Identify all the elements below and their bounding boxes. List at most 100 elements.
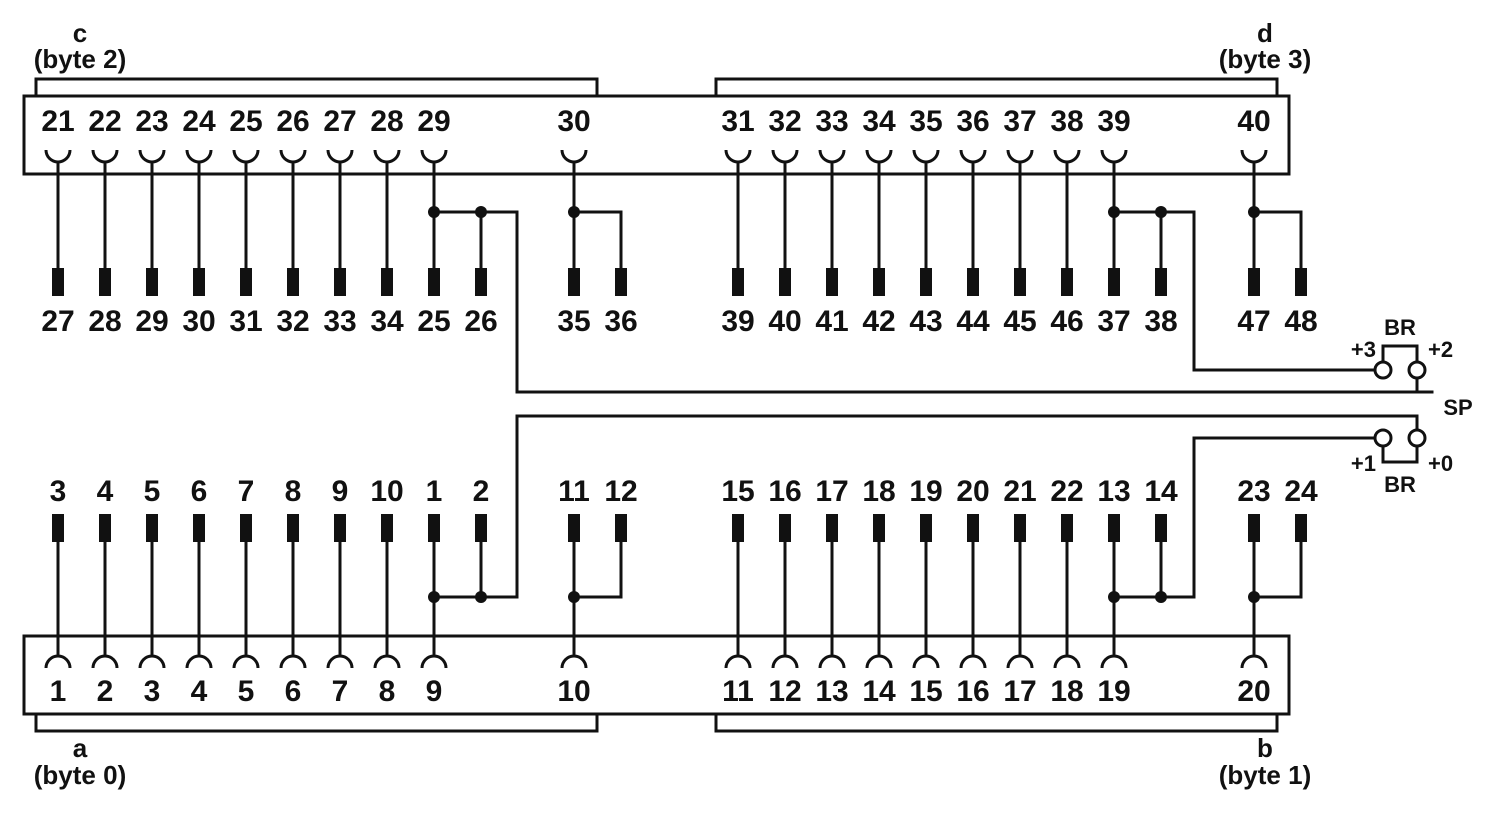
top-pin-label: 37 — [1003, 105, 1036, 138]
terminal-block — [1014, 268, 1026, 296]
bottom-pin-label: 2 — [97, 675, 114, 708]
terminal-block — [826, 268, 838, 296]
group-a-byte: (byte 0) — [34, 760, 126, 790]
bottom-pin-label: 8 — [379, 675, 396, 708]
socket-icon — [865, 654, 893, 669]
terminal-block — [1108, 268, 1120, 296]
socket-icon — [420, 149, 448, 164]
bottom-pin-label: 9 — [426, 675, 443, 708]
terminal-block — [52, 514, 64, 542]
socket-icon — [279, 149, 307, 164]
socket-icon — [724, 654, 752, 669]
top-terminal-label: 34 — [370, 305, 404, 338]
jumper-contact-plus0 — [1407, 428, 1427, 448]
socket-icon — [91, 149, 119, 164]
socket-icon — [185, 149, 213, 164]
terminal-block — [568, 268, 580, 296]
top-pin-label: 30 — [557, 105, 590, 138]
bracket-c — [34, 77, 599, 96]
top-connector-housing — [22, 94, 1291, 176]
top-pin-label: 21 — [41, 105, 74, 138]
top-pin-label: 29 — [417, 105, 450, 138]
bottom-pin-label: 16 — [956, 675, 989, 708]
terminal-block — [779, 268, 791, 296]
top-terminal-label: 28 — [88, 305, 121, 338]
terminal-block — [826, 514, 838, 542]
bottom-terminal-label: 20 — [956, 475, 989, 508]
socket-icon — [1100, 149, 1128, 164]
bottom-terminal-label: 16 — [768, 475, 801, 508]
socket-icon — [326, 149, 354, 164]
bottom-terminal-label: 22 — [1050, 475, 1083, 508]
terminal-block — [146, 268, 158, 296]
terminal-block — [52, 268, 64, 296]
top-terminal-label: 31 — [229, 305, 262, 338]
terminal-block — [1061, 268, 1073, 296]
junction-dot — [1155, 206, 1167, 218]
bottom-connector-housing — [22, 634, 1291, 716]
terminal-block — [615, 268, 627, 296]
terminal-block — [967, 514, 979, 542]
bottom-terminal-label: 19 — [909, 475, 942, 508]
bottom-terminal-label: 6 — [191, 475, 208, 508]
socket-icon — [232, 654, 260, 669]
socket-icon — [138, 149, 166, 164]
terminal-block — [193, 268, 205, 296]
terminal-block — [99, 268, 111, 296]
top-pin-label: 24 — [182, 105, 216, 138]
junction-dot — [428, 591, 440, 603]
bottom-pin-label: 18 — [1050, 675, 1083, 708]
top-terminal-label: 44 — [956, 305, 990, 338]
socket-icon — [44, 654, 72, 669]
jumper-bottom-left-label: +1 — [1351, 451, 1376, 476]
bottom-terminal-label: 8 — [285, 475, 302, 508]
top-pin-label: 31 — [721, 105, 754, 138]
terminal-block — [1248, 268, 1260, 296]
wiring: 2112222332442552662772882993010311132123… — [22, 77, 1434, 733]
terminal-block — [1155, 514, 1167, 542]
terminal-block — [334, 514, 346, 542]
terminal-block — [732, 268, 744, 296]
socket-icon — [185, 654, 213, 669]
terminal-block — [475, 514, 487, 542]
terminal-block — [1014, 514, 1026, 542]
bottom-terminal-label: 1 — [426, 475, 443, 508]
top-pin-label: 22 — [88, 105, 121, 138]
group-d-letter: d — [1257, 18, 1273, 48]
group-d-byte: (byte 3) — [1219, 44, 1311, 74]
bottom-terminal-label: 5 — [144, 475, 161, 508]
terminal-block — [475, 268, 487, 296]
jumper-top-right-label: +2 — [1428, 337, 1453, 362]
bottom-terminal-label: 10 — [370, 475, 403, 508]
top-pin-label: 26 — [276, 105, 309, 138]
terminal-block — [1061, 514, 1073, 542]
socket-icon — [1100, 654, 1128, 669]
top-terminal-label: 35 — [557, 305, 590, 338]
top-pin-label: 25 — [229, 105, 262, 138]
terminal-block — [240, 514, 252, 542]
top-terminal-label: 41 — [815, 305, 848, 338]
bottom-terminal-label: 14 — [1144, 475, 1178, 508]
terminal-block — [334, 268, 346, 296]
top-pin-label: 35 — [909, 105, 942, 138]
terminal-block — [428, 268, 440, 296]
top-terminal-label: 27 — [41, 305, 74, 338]
top-terminal-label: 42 — [862, 305, 895, 338]
bottom-terminal-label: 3 — [50, 475, 67, 508]
terminal-block — [287, 268, 299, 296]
top-terminal-label: 47 — [1237, 305, 1270, 338]
terminal-block — [615, 514, 627, 542]
group-b-letter: b — [1257, 733, 1273, 763]
terminal-block — [193, 514, 205, 542]
bottom-terminal-label: 13 — [1097, 475, 1130, 508]
socket-icon — [1053, 654, 1081, 669]
terminal-block — [779, 514, 791, 542]
terminal-block — [967, 268, 979, 296]
bottom-terminal-label: 24 — [1284, 475, 1318, 508]
socket-icon — [959, 149, 987, 164]
terminal-block — [732, 514, 744, 542]
junction-dot — [1248, 206, 1260, 218]
terminal-block — [99, 514, 111, 542]
terminal-block — [1248, 514, 1260, 542]
